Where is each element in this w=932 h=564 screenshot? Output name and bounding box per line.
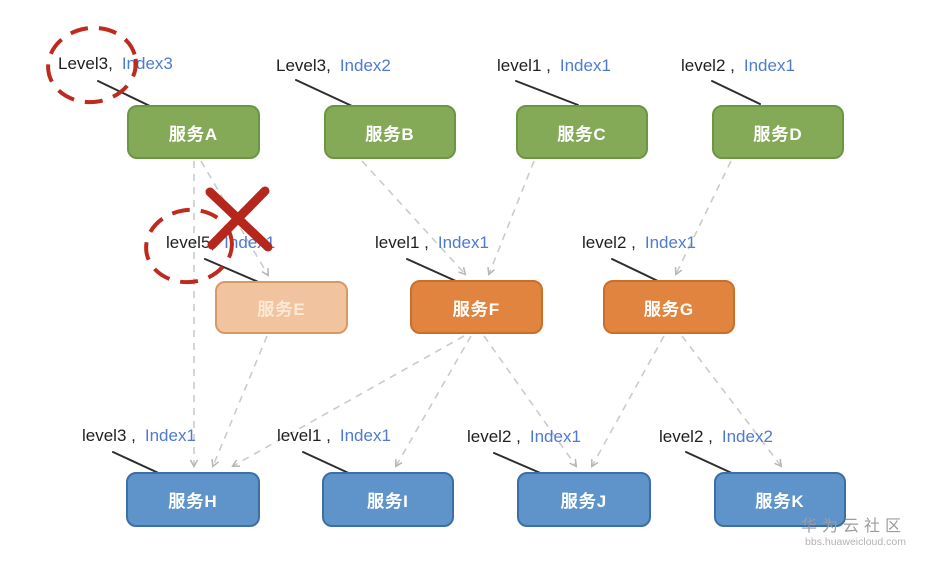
pair-label-g: level2 , Index1 bbox=[582, 233, 696, 253]
service-node-g: 服务G bbox=[603, 280, 735, 334]
level-text: level2 , bbox=[582, 233, 636, 252]
pair-label-d: level2 , Index1 bbox=[681, 56, 795, 76]
service-node-a-label: 服务A bbox=[168, 124, 219, 144]
pair-label-c: level1 , Index1 bbox=[497, 56, 611, 76]
service-node-k: 服务K bbox=[714, 472, 846, 527]
service-node-b-label: 服务B bbox=[365, 124, 415, 144]
index-text: Index1 bbox=[644, 233, 696, 252]
index-text: Index1 bbox=[437, 233, 489, 252]
pair-label-a: Level3, Index3 bbox=[58, 54, 173, 74]
service-node-a: 服务A bbox=[127, 105, 260, 159]
edge-g-j bbox=[590, 335, 665, 468]
level-text: level5, bbox=[166, 233, 216, 252]
service-node-b: 服务B bbox=[324, 105, 456, 159]
index-text: Index3 bbox=[121, 54, 173, 73]
service-node-c: 服务C bbox=[516, 105, 648, 159]
service-node-d-label: 服务D bbox=[753, 124, 803, 144]
service-node-d: 服务D bbox=[712, 105, 844, 159]
index-text: Index1 bbox=[559, 56, 611, 75]
edge-f-h bbox=[231, 335, 465, 468]
label-pointer-f bbox=[406, 258, 459, 283]
index-text: Index1 bbox=[339, 426, 391, 445]
watermark-url: bbs.huaweicloud.com bbox=[805, 535, 906, 548]
edge-c-f bbox=[487, 160, 535, 276]
pair-label-k: level2 , Index2 bbox=[659, 427, 773, 447]
level-text: Level3, bbox=[276, 56, 331, 75]
edge-d-g bbox=[674, 160, 732, 276]
edge-f-i bbox=[394, 335, 472, 468]
service-node-j-label: 服务J bbox=[560, 492, 608, 511]
index-text: Index1 bbox=[224, 233, 276, 252]
level-text: Level3, bbox=[58, 54, 113, 73]
service-node-h: 服务H bbox=[126, 472, 260, 527]
label-pointer-d bbox=[711, 80, 761, 105]
service-node-e: 服务E bbox=[215, 281, 348, 334]
service-node-f: 服务F bbox=[410, 280, 543, 334]
label-pointer-b bbox=[295, 79, 353, 107]
level-text: level2 , bbox=[681, 56, 735, 75]
watermark-brand: 华为云社区 bbox=[800, 517, 906, 535]
level-text: level3 , bbox=[82, 426, 136, 445]
service-node-k-label: 服务K bbox=[755, 492, 805, 511]
pair-label-f: level1 , Index1 bbox=[375, 233, 489, 253]
service-node-f-label: 服务F bbox=[452, 299, 501, 319]
index-text: Index2 bbox=[721, 427, 773, 446]
pair-label-j: level2 , Index1 bbox=[467, 427, 581, 447]
pair-label-b: Level3, Index2 bbox=[276, 56, 391, 76]
edge-a-e bbox=[200, 160, 270, 277]
service-node-j: 服务J bbox=[517, 472, 651, 527]
index-text: Index1 bbox=[743, 56, 795, 75]
watermark: 华为云社区 bbs.huaweicloud.com bbox=[801, 518, 906, 548]
service-node-c-label: 服务C bbox=[557, 124, 607, 144]
service-node-g-label: 服务G bbox=[643, 299, 695, 319]
label-pointer-a bbox=[97, 80, 153, 108]
service-node-h-label: 服务H bbox=[168, 492, 218, 511]
level-text: level1 , bbox=[277, 426, 331, 445]
level-text: level2 , bbox=[467, 427, 521, 446]
level-text: level1 , bbox=[497, 56, 551, 75]
edge-e-h bbox=[211, 335, 268, 468]
index-text: Index2 bbox=[339, 56, 391, 75]
label-pointer-c bbox=[515, 80, 579, 106]
edge-b-f bbox=[361, 160, 467, 276]
index-text: Index1 bbox=[529, 427, 581, 446]
pair-label-h: level3 , Index1 bbox=[82, 426, 196, 446]
service-node-i: 服务I bbox=[322, 472, 454, 527]
pair-label-e: level5, Index1 bbox=[166, 233, 275, 253]
pair-label-i: level1 , Index1 bbox=[277, 426, 391, 446]
service-node-i-label: 服务I bbox=[367, 492, 409, 511]
service-node-e-label: 服务E bbox=[257, 300, 306, 319]
level-text: level1 , bbox=[375, 233, 429, 252]
level-text: level2 , bbox=[659, 427, 713, 446]
index-text: Index1 bbox=[144, 426, 196, 445]
